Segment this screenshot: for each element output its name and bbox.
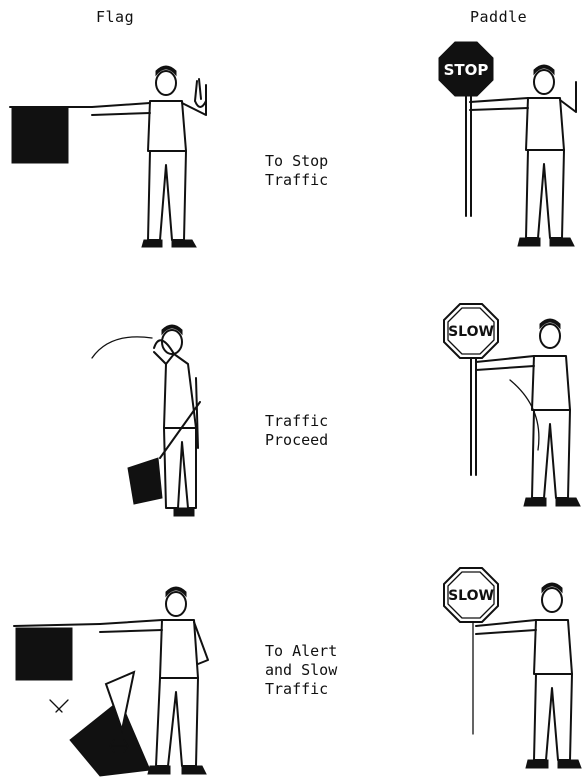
stop-traffic-caption: To Stop Traffic bbox=[265, 152, 328, 190]
stop-sign-label: STOP bbox=[444, 61, 489, 79]
slow-sign-label: SLOW bbox=[448, 324, 494, 340]
paddle-stop-figure: STOP bbox=[430, 38, 582, 260]
flagger-proceed-figure bbox=[80, 318, 240, 528]
flagger-stop-figure bbox=[0, 55, 240, 260]
paddle-alert-figure: SLOW bbox=[440, 564, 582, 781]
alert-slow-caption: To Alert and Slow Traffic bbox=[265, 642, 337, 699]
flagger-alert-figure bbox=[10, 580, 240, 781]
paddle-proceed-figure: SLOW bbox=[440, 300, 582, 520]
flag-icon bbox=[128, 458, 162, 504]
paddle-column-header: Paddle bbox=[470, 8, 527, 26]
flag-icon bbox=[12, 107, 68, 163]
flag-icon bbox=[16, 628, 72, 680]
flag-column-header: Flag bbox=[96, 8, 134, 26]
slow-sign-label: SLOW bbox=[448, 588, 494, 604]
traffic-proceed-caption: Traffic Proceed bbox=[265, 412, 328, 450]
